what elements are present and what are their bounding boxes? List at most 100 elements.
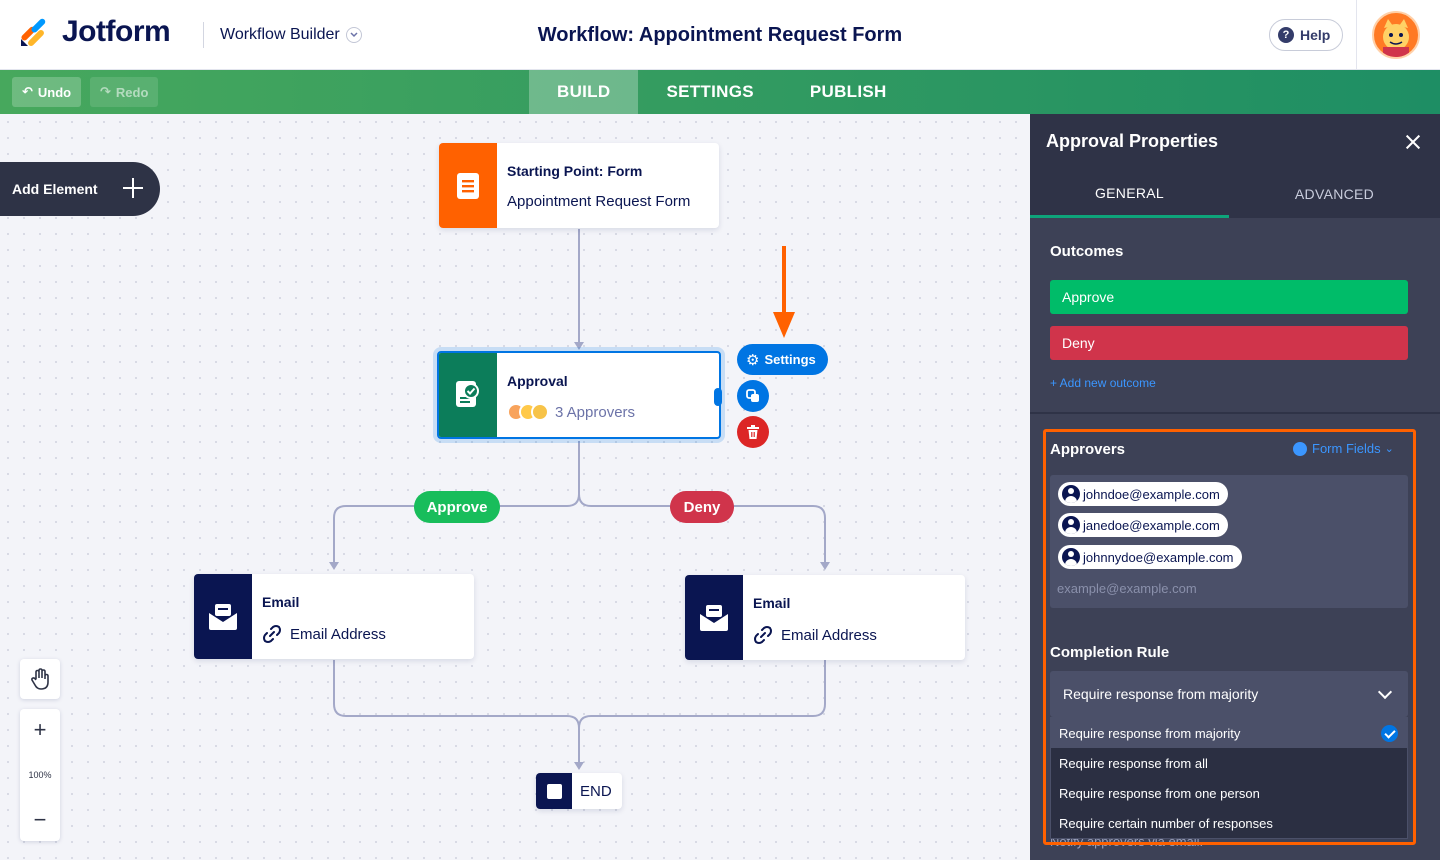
option-label: Require response from majority <box>1059 725 1241 741</box>
arrowhead-approval <box>574 342 584 350</box>
approval-icon <box>439 353 497 437</box>
add-outcome-link[interactable]: + Add new outcome <box>1050 376 1156 390</box>
completion-option-all[interactable]: Require response from all <box>1051 748 1407 778</box>
header-divider <box>203 22 204 48</box>
approve-branch-label[interactable]: Approve <box>414 491 500 523</box>
add-element-label: Add Element <box>12 181 98 197</box>
approval-node[interactable]: Approval 3 Approvers <box>437 351 721 439</box>
jotform-logo[interactable]: Jotform <box>18 15 171 49</box>
connection-handle[interactable] <box>714 388 722 406</box>
deny-branch-label[interactable]: Deny <box>670 491 734 523</box>
approver-email: johnnydoe@example.com <box>1083 549 1234 565</box>
arrowhead-email1 <box>329 562 339 570</box>
option-label: Require response from one person <box>1059 785 1260 801</box>
tab-publish[interactable]: PUBLISH <box>809 82 887 101</box>
completion-option-certain-number[interactable]: Require certain number of responses <box>1051 808 1407 838</box>
connector-email1-end <box>333 660 580 764</box>
connector-email2-end <box>578 660 826 729</box>
settings-label: Settings <box>764 352 816 367</box>
link-icon <box>262 624 282 644</box>
logo-text: Jotform <box>62 15 171 48</box>
user-icon <box>1062 548 1080 566</box>
workflow-builder-label: Workflow Builder <box>220 26 340 43</box>
start-node-body: Starting Point: Form Appointment Request… <box>497 143 704 228</box>
email-node-approve[interactable]: Email Email Address <box>194 574 474 659</box>
approval-node-approvers: 3 Approvers <box>507 403 635 421</box>
tab-general[interactable]: GENERAL <box>1030 170 1229 218</box>
email-node-body: Email Email Address <box>252 574 400 659</box>
trash-icon <box>747 425 759 439</box>
email-node-deny[interactable]: Email Email Address <box>685 575 965 660</box>
hand-icon <box>31 668 49 690</box>
panel-divider <box>1030 412 1440 414</box>
workflow-builder-menu[interactable]: Workflow Builder <box>220 26 362 44</box>
undo-button[interactable]: ↶ Undo <box>12 77 82 107</box>
approval-node-title: Approval <box>507 373 568 389</box>
option-label: Require certain number of responses <box>1059 815 1273 831</box>
header-divider-right <box>1356 0 1357 70</box>
approver-chip[interactable]: janedoe@example.com <box>1058 513 1228 537</box>
approval-node-body: Approval 3 Approvers <box>497 353 649 437</box>
approver-avatars <box>507 403 549 421</box>
email-icon <box>685 575 743 660</box>
tab-advanced[interactable]: ADVANCED <box>1294 186 1375 202</box>
redo-button[interactable]: ↷ Redo <box>90 77 159 107</box>
delete-button[interactable] <box>737 416 769 448</box>
chevron-down-icon <box>1377 684 1393 700</box>
pan-tool-button[interactable] <box>20 659 60 699</box>
zoom-out-button[interactable]: − <box>33 807 47 832</box>
duplicate-button[interactable] <box>737 380 769 412</box>
redo-icon: ↷ <box>100 84 111 99</box>
outcome-approve[interactable]: Approve <box>1050 280 1408 314</box>
panel-header: Approval Properties <box>1030 114 1440 170</box>
completion-rule-select[interactable]: Require response from majority <box>1050 671 1408 717</box>
approver-email: johndoe@example.com <box>1083 486 1220 502</box>
zoom-in-button[interactable]: + <box>33 717 47 742</box>
end-node[interactable]: END <box>536 773 622 809</box>
help-button[interactable]: ? Help <box>1269 19 1344 51</box>
add-element-button[interactable]: Add Element <box>0 162 160 216</box>
copy-icon <box>746 389 759 402</box>
approver-chip[interactable]: johnnydoe@example.com <box>1058 545 1242 569</box>
start-node-subtitle: Appointment Request Form <box>507 193 691 210</box>
form-fields-dropdown[interactable]: Form Fields ⌄ <box>1293 441 1394 456</box>
tab-build[interactable]: BUILD <box>529 70 639 114</box>
form-icon <box>439 143 497 228</box>
tab-settings[interactable]: SETTINGS <box>666 82 754 101</box>
workflow-canvas[interactable]: Add Element Starting Point: Form Appoint… <box>0 114 1030 860</box>
approver-chip[interactable]: johndoe@example.com <box>1058 482 1228 506</box>
email-node-title: Email <box>753 595 791 611</box>
option-label: Require response from all <box>1059 755 1208 771</box>
outcomes-title: Outcomes <box>1050 243 1124 260</box>
completion-option-one-person[interactable]: Require response from one person <box>1051 778 1407 808</box>
completion-rule-options: Require response from majority Require r… <box>1050 717 1408 839</box>
avatar[interactable] <box>1372 11 1420 59</box>
arrowhead-end <box>574 762 584 770</box>
user-icon <box>1062 516 1080 534</box>
avatar-icon <box>1383 19 1409 57</box>
help-icon: ? <box>1278 27 1294 43</box>
email-node-body: Email Email Address <box>743 575 891 660</box>
completion-rule-value: Require response from majority <box>1063 686 1259 702</box>
form-fields-label: Form Fields <box>1312 441 1381 456</box>
close-icon[interactable] <box>1403 132 1423 152</box>
end-label: END <box>580 782 612 800</box>
connector-approval-deny <box>578 493 826 564</box>
email-placeholder[interactable]: example@example.com <box>1057 581 1197 596</box>
approval-properties-panel: Approval Properties GENERAL ADVANCED Out… <box>1030 114 1440 860</box>
panel-tabs: GENERAL ADVANCED <box>1030 170 1440 218</box>
start-node[interactable]: Starting Point: Form Appointment Request… <box>439 143 719 228</box>
plus-icon <box>122 177 144 199</box>
completion-option-majority[interactable]: Require response from majority <box>1051 718 1407 748</box>
link-icon <box>753 625 773 645</box>
jotform-logo-icon <box>21 18 46 46</box>
outcome-deny[interactable]: Deny <box>1050 326 1408 360</box>
email-address-label: Email Address <box>781 626 877 644</box>
user-icon <box>1062 485 1080 503</box>
settings-button[interactable]: ⚙ Settings <box>737 344 828 375</box>
approver-email-input[interactable]: johndoe@example.com janedoe@example.com … <box>1050 475 1408 608</box>
chevron-down-icon: ⌄ <box>1384 443 1394 455</box>
builder-toolbar: ↶ Undo ↷ Redo BUILD SETTINGS PUBLISH <box>0 70 1440 114</box>
panel-title: Approval Properties <box>1046 131 1219 151</box>
